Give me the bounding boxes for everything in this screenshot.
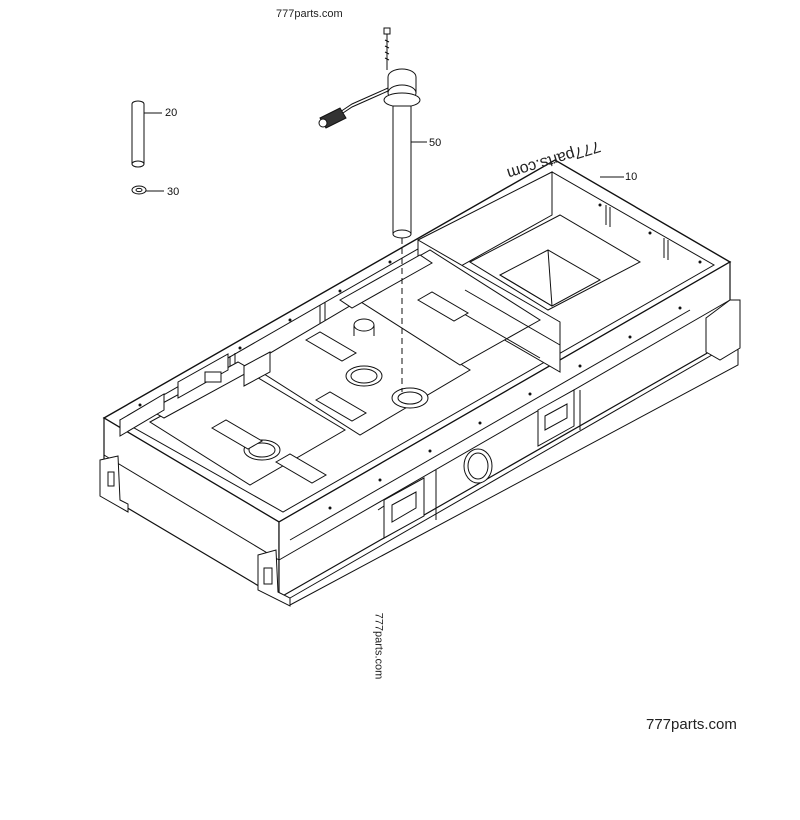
foot-slot [108,472,114,486]
pipe-part [132,101,162,167]
floor-slots [212,292,468,483]
sender-tube [393,106,411,234]
rear-foot [706,300,740,360]
callout-10: 10 [625,171,638,183]
cross-member-3 [340,255,432,308]
watermark-vertical: 777parts.com [372,612,385,680]
cross-member-2 [244,352,270,386]
washer-part [132,186,164,194]
callout-50: 50 [429,137,442,149]
watermark-top: 777parts.com [276,8,343,20]
side-pocket-1 [378,478,424,538]
frame-inner-rim [120,172,714,512]
front-foot-right [258,550,290,606]
side-pocket-2 [538,390,574,446]
callout-20: 20 [165,107,178,119]
tank-frame [100,160,740,606]
fill-neck [354,319,374,331]
foot-slot [264,568,272,584]
callout-30: 30 [167,186,180,198]
fuel-level-sender [319,28,427,392]
watermark-bottom-right: 777parts.com [646,716,737,733]
